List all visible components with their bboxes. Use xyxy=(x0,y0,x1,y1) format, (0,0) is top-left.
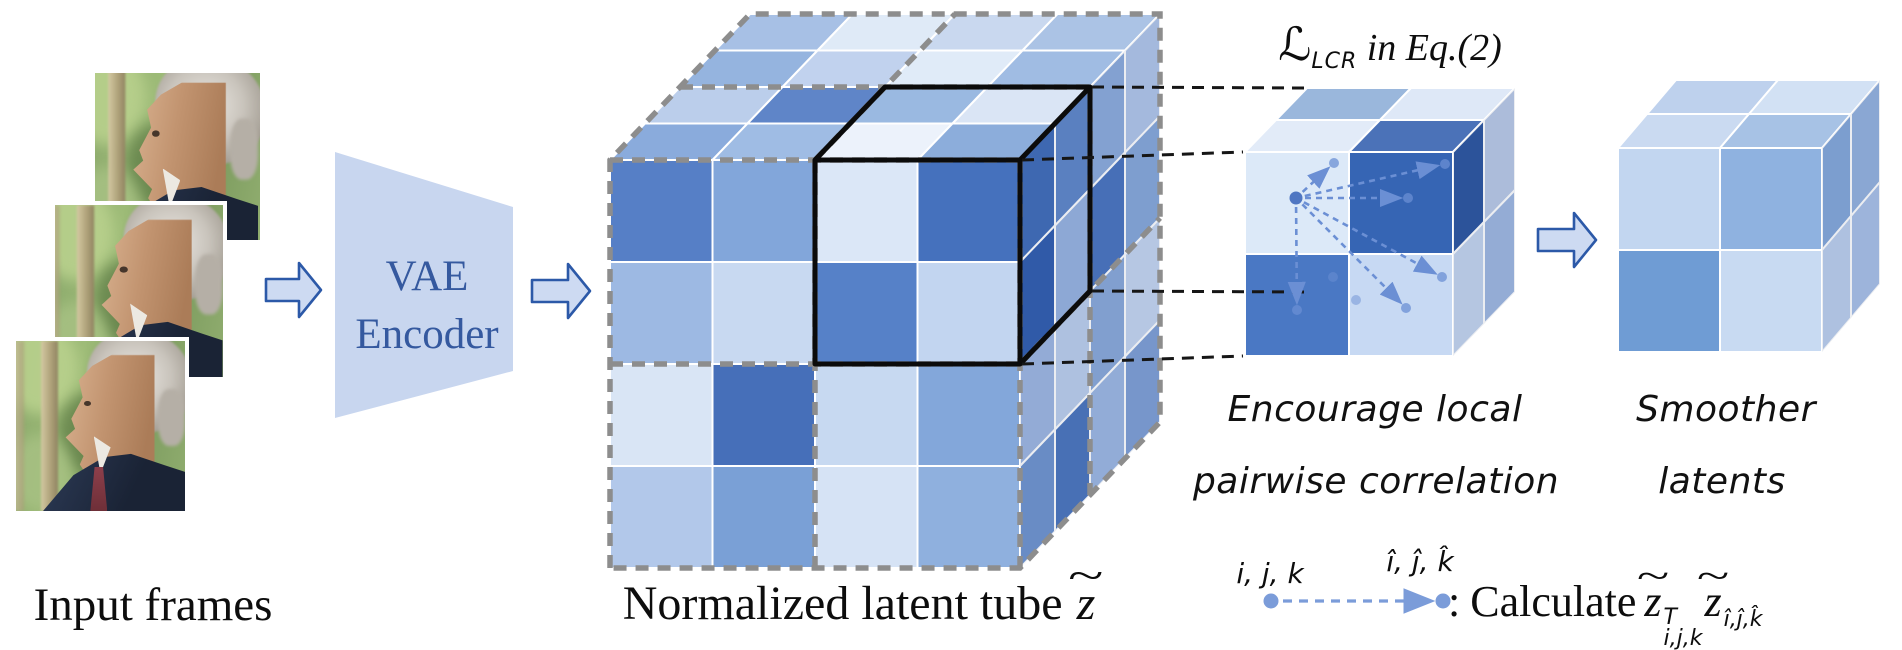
man-hair xyxy=(157,388,185,447)
vae-encoder-label: VAE Encoder xyxy=(339,248,515,364)
smoother-caption-line1: Smoother xyxy=(1636,389,1816,430)
z-tilde-second: ~z xyxy=(1696,556,1730,626)
z-subscript-ijk-hat: î,ĵ,k̂ xyxy=(1723,606,1763,632)
man-eye xyxy=(152,130,161,137)
window-post xyxy=(16,341,25,511)
legend-colon: : xyxy=(1448,577,1461,626)
window-post xyxy=(76,205,95,377)
latent-cube xyxy=(609,13,1161,569)
tube-partition-dashes xyxy=(607,11,1163,571)
encourage-caption-line1: Encourage local xyxy=(1227,389,1523,430)
encourage-caption-line2: pairwise correlation xyxy=(1192,461,1560,502)
lcr-title-rest: in Eq.(2) xyxy=(1357,27,1502,69)
man-tie xyxy=(90,466,108,511)
window-post xyxy=(55,205,60,377)
legend-correlation-glyph xyxy=(1263,588,1451,614)
vae-label-line2: Encoder xyxy=(355,311,499,359)
z-tilde-symbol: ~z xyxy=(1068,553,1104,630)
man-hair xyxy=(195,254,223,315)
arrow-vae-to-latent xyxy=(530,262,592,320)
photo-scene xyxy=(16,341,185,511)
arrow-frames-to-vae xyxy=(264,261,323,319)
z-subscript-ijk: i,j,k xyxy=(1663,626,1703,650)
window-post xyxy=(107,73,126,240)
man-eye xyxy=(119,266,128,273)
lcr-subscript: LCR xyxy=(1311,49,1358,74)
man-eye xyxy=(83,400,92,407)
script-L-symbol: ℒ xyxy=(1278,19,1312,70)
input-frames-label: Input frames xyxy=(33,579,273,631)
tube-zoom-connectors xyxy=(1021,85,1306,366)
pairwise-correlation-arrows xyxy=(1287,158,1450,315)
legend-ijk-label: i, j, k xyxy=(1236,557,1304,590)
z-tilde-first: ~z xyxy=(1636,556,1670,626)
window-post xyxy=(41,341,59,511)
man-hair xyxy=(229,118,259,180)
z-superscript-T: T xyxy=(1663,605,1677,631)
vae-label-line1: VAE xyxy=(385,253,469,300)
highlighted-tube-outline xyxy=(812,84,1093,367)
latent-tube-label-text: Normalized latent tube xyxy=(622,577,1075,630)
legend-ijk-hat-label: î, ĵ, k̂ xyxy=(1386,545,1454,578)
input-frame-3 xyxy=(16,341,185,511)
lcr-loss-title: ℒLCR in Eq.(2) xyxy=(1278,22,1502,73)
smoother-caption-line2: latents xyxy=(1658,461,1786,502)
smoother-cube xyxy=(1617,79,1881,353)
arrow-lcr-to-smoother xyxy=(1536,211,1598,269)
latent-tube-label: Normalized latent tube ~z xyxy=(622,553,1104,630)
legend-calculate-word: Calculate xyxy=(1470,577,1637,626)
lcr-cube xyxy=(1244,87,1516,357)
